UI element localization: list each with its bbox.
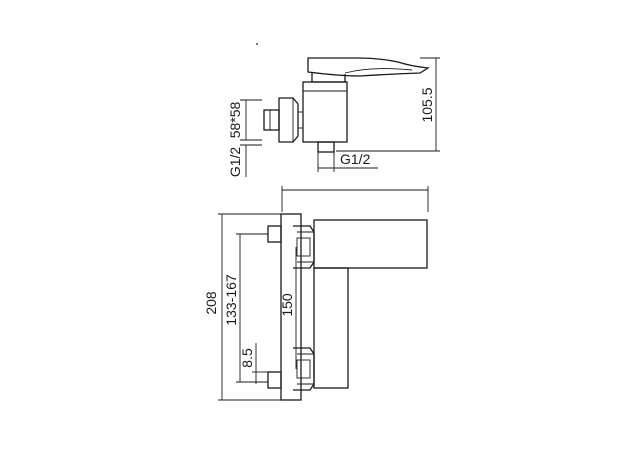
dim-thread-bottom: G1/2 <box>340 151 371 167</box>
dim-offset: 8.5 <box>239 348 255 368</box>
dim-thread-left: G1/2 <box>227 147 243 178</box>
lower-escutcheon <box>267 371 282 389</box>
dim-overall-height: 208 <box>203 291 219 315</box>
vertical-body <box>313 267 349 389</box>
dim-center-range: 133-167 <box>223 274 239 326</box>
connector-nut <box>278 97 299 143</box>
mounting-plate <box>280 213 302 401</box>
upper-nut-face <box>296 237 311 257</box>
stray-dot <box>256 43 258 45</box>
dim-square-size: 58*58 <box>227 101 243 138</box>
lower-nut-face <box>296 359 311 379</box>
front-view: 208 133-167 150 8.5 <box>203 186 429 401</box>
dim-height-top: 105.5 <box>419 87 435 122</box>
upper-escutcheon <box>267 225 282 243</box>
top-view: 58*58 G1/2 G1/2 105.5 <box>227 43 440 177</box>
dim-center-distance: 150 <box>279 293 295 317</box>
lever-handle <box>307 57 430 77</box>
spout-bar <box>313 219 428 269</box>
escutcheon <box>263 109 280 131</box>
outlet-stub <box>317 141 335 153</box>
lever-inner-curve <box>344 68 413 74</box>
